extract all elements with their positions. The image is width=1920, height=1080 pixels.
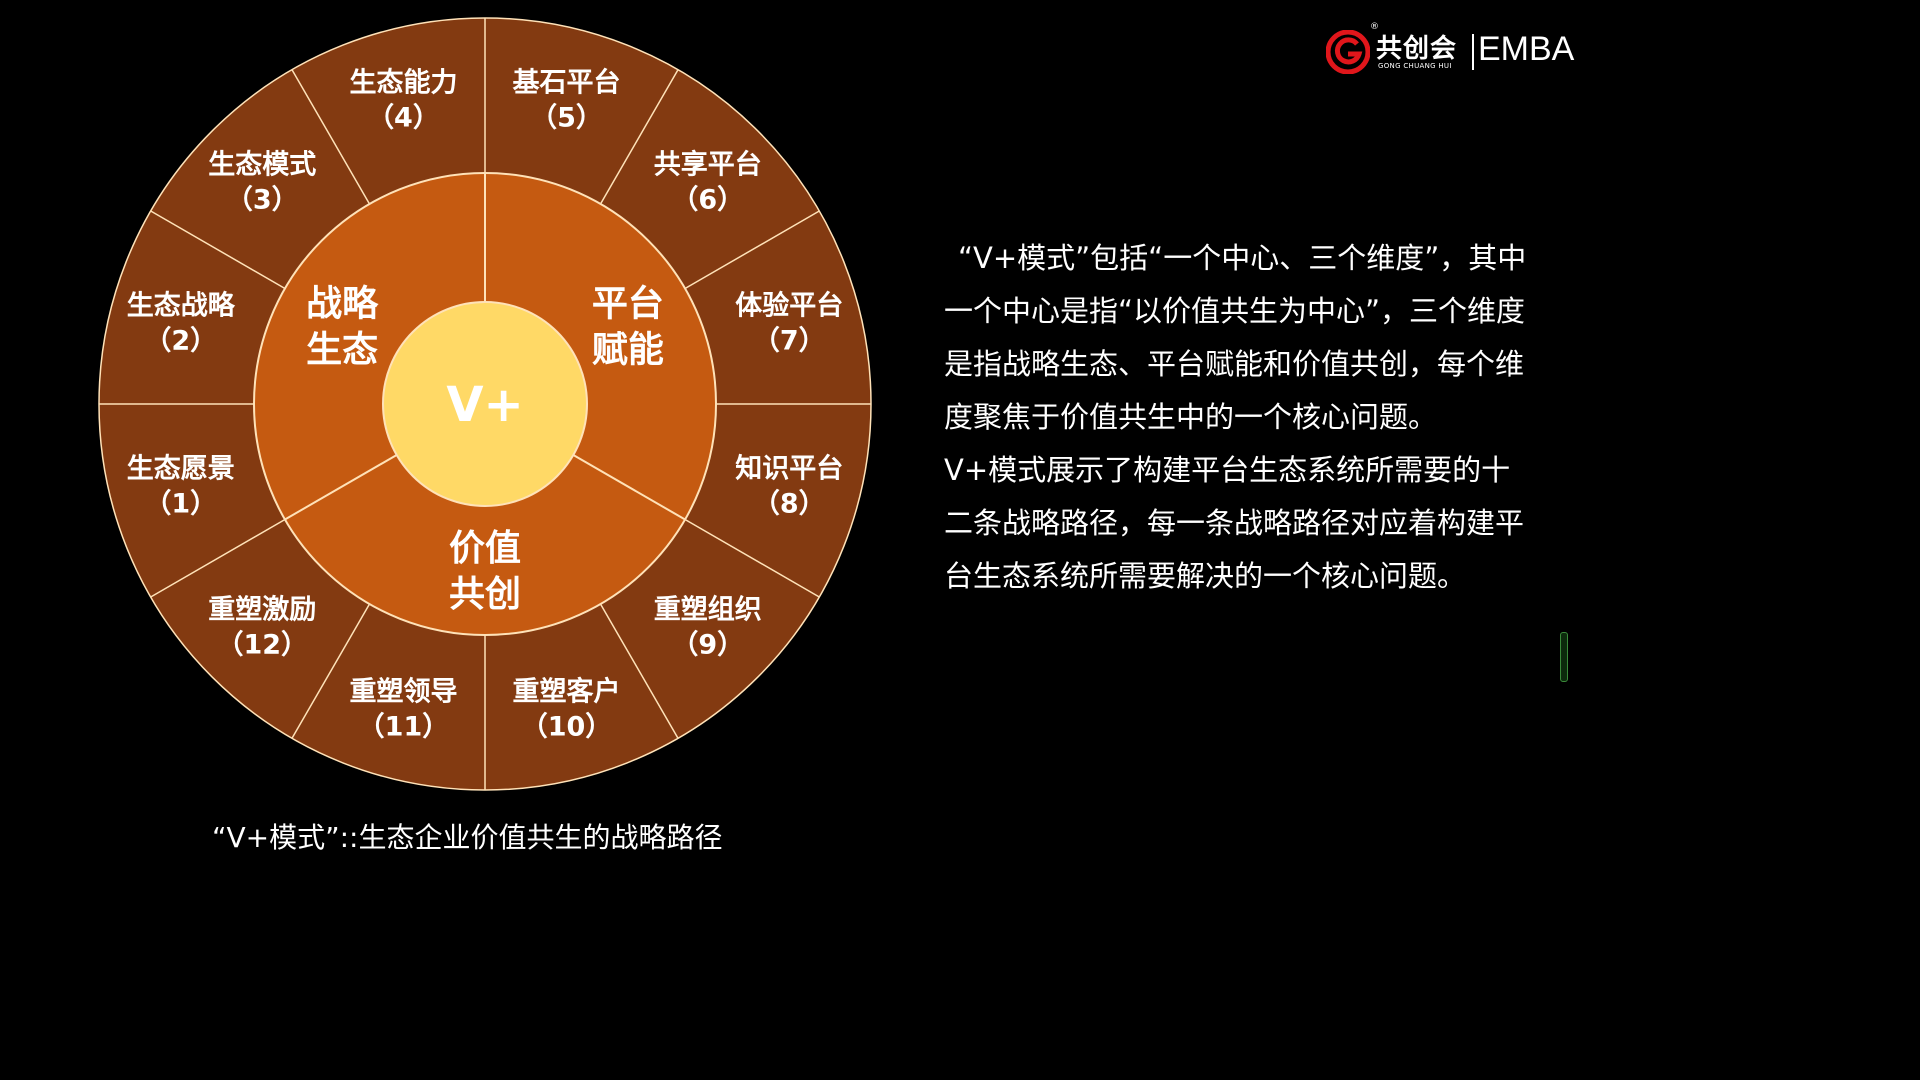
path-label-name: 知识平台 — [735, 453, 843, 485]
path-label-number: （9） — [671, 630, 744, 661]
path-label-name: 生态能力 — [349, 67, 457, 99]
path-label-number: （4） — [367, 103, 440, 134]
path-label-name: 生态模式 — [208, 149, 316, 180]
outer-divider — [684, 518, 820, 598]
outer-divider — [599, 69, 679, 205]
path-label-name: 生态战略 — [127, 289, 236, 321]
outer-divider — [291, 69, 371, 205]
logo-subtitle: GONG CHUANG HUI — [1378, 62, 1452, 70]
dimension-label: 赋能 — [592, 330, 664, 371]
path-label-number: （8） — [753, 489, 826, 520]
dimension-label: 战略 — [306, 284, 379, 325]
outer-divider — [599, 603, 679, 739]
path-label-name: 重塑激励 — [208, 594, 316, 626]
logo-emba: EMBA — [1478, 30, 1575, 68]
path-label-name: 体验平台 — [735, 289, 843, 321]
path-label-number: （6） — [671, 184, 744, 215]
registered-mark: ® — [1370, 22, 1379, 32]
logo-name: 共创会 — [1376, 34, 1458, 64]
path-label-number: （12） — [216, 630, 308, 661]
center-label: V+ — [446, 377, 523, 433]
center-circle — [382, 301, 588, 507]
description-text: “V+模式”包括“一个中心、三个维度”，其中一个中心是指“以价值共生为中心”，三… — [944, 232, 1529, 603]
path-label-name: 重塑领导 — [349, 676, 457, 707]
gongchuanghui-emba-logo: ® 共创会 GONG CHUANG HUI EMBA — [1326, 22, 1574, 76]
path-label-number: （2） — [144, 325, 217, 356]
logo-mark-icon — [1326, 30, 1370, 74]
path-label-number: （10） — [521, 711, 613, 742]
path-label-number: （5） — [530, 103, 603, 134]
outer-divider — [684, 210, 820, 290]
outer-divider — [150, 210, 286, 290]
path-label-name: 重塑组织 — [654, 594, 762, 626]
path-label-number: （11） — [358, 711, 450, 742]
outer-divider — [291, 603, 371, 739]
path-label-name: 生态愿景 — [127, 454, 235, 485]
middle-divider — [284, 454, 398, 521]
path-label-number: （3） — [226, 184, 299, 215]
dimension-label: 共创 — [449, 574, 521, 615]
path-label-number: （1） — [144, 489, 217, 520]
outer-divider — [150, 518, 286, 598]
diagram-caption: “V+模式”::生态企业价值共生的战略路径 — [212, 821, 723, 854]
logo-separator — [1472, 34, 1474, 70]
dimension-label: 价值 — [449, 528, 521, 569]
scroll-indicator[interactable] — [1560, 632, 1568, 682]
path-label-name: 基石平台 — [513, 67, 621, 99]
description-paragraph-1: “V+模式”包括“一个中心、三个维度”，其中一个中心是指“以价值共生为中心”，三… — [944, 241, 1527, 434]
middle-divider — [572, 454, 686, 521]
dimension-label: 平台 — [592, 284, 664, 325]
v-plus-wheel-diagram: 生态愿景（1）生态战略（2）生态模式（3）生态能力（4）基石平台（5）共享平台（… — [98, 17, 872, 791]
path-label-name: 共享平台 — [654, 148, 762, 180]
path-label-number: （7） — [753, 325, 826, 356]
description-paragraph-2: V+模式展示了构建平台生态系统所需要的十二条战略路径，每一条战略路径对应着构建平… — [944, 453, 1525, 593]
path-label-name: 重塑客户 — [513, 675, 621, 707]
dimension-label: 生态 — [306, 330, 378, 371]
